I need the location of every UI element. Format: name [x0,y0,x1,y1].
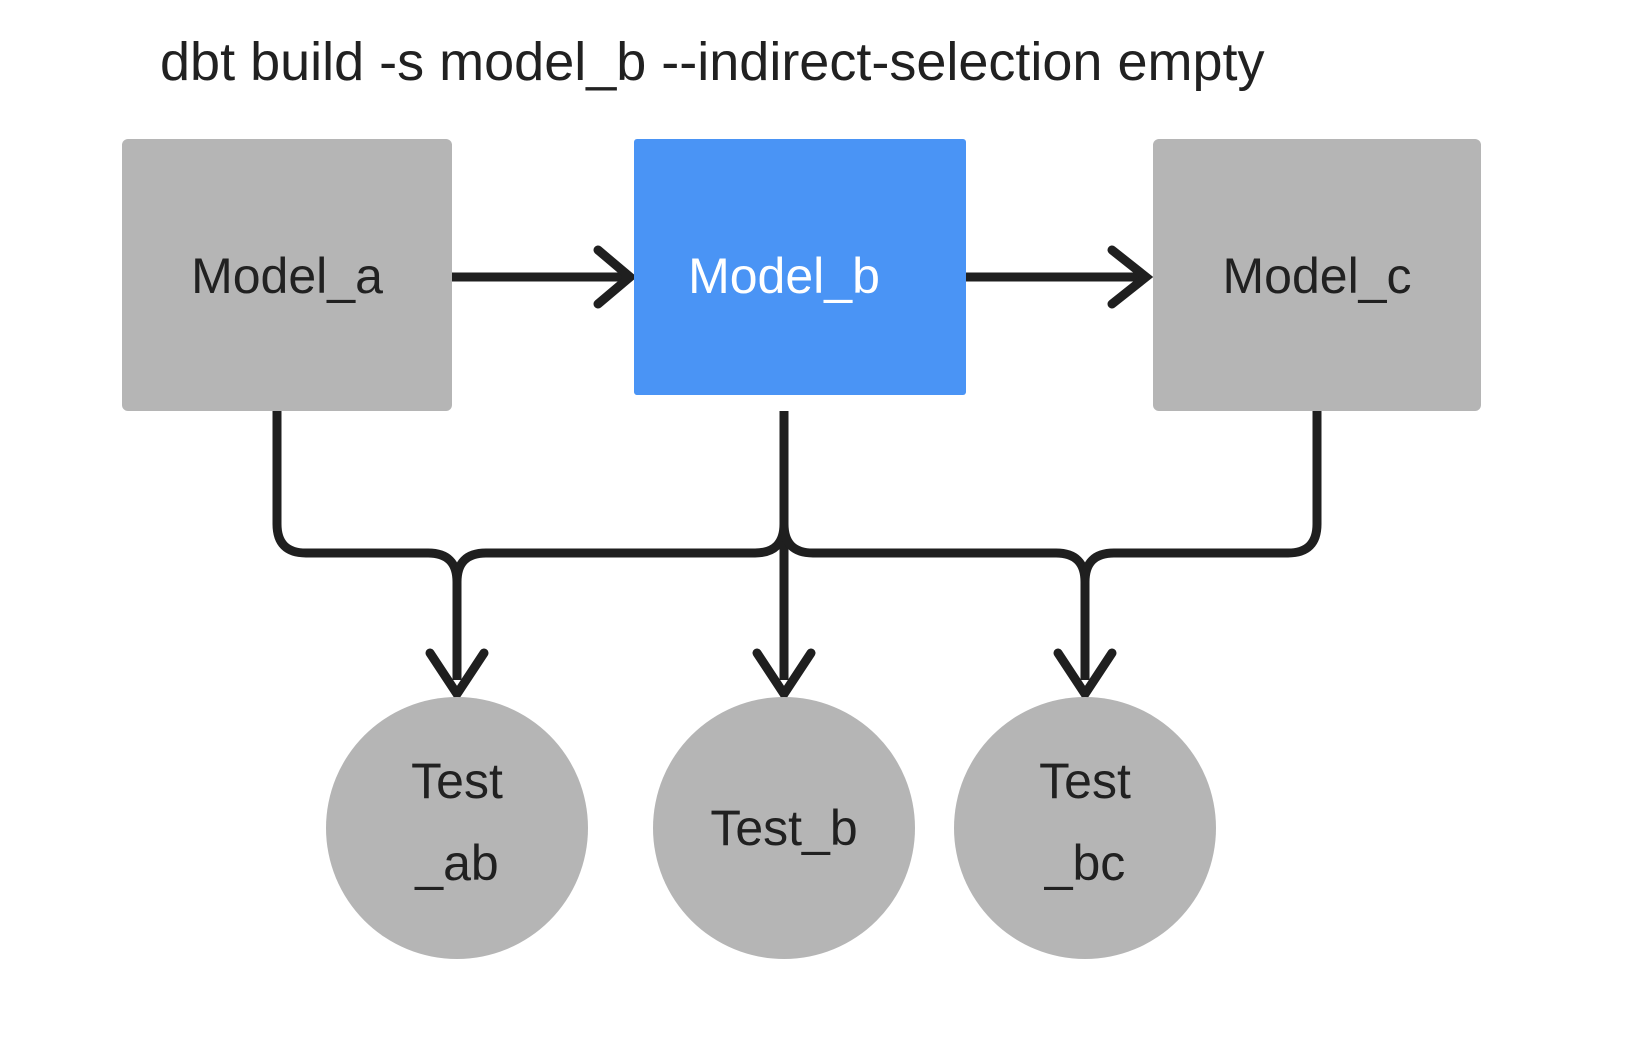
diagram-title: dbt build -s model_b --indirect-selectio… [160,32,1265,92]
node-model-a-label: Model_a [191,248,383,304]
node-test-b-shape[interactable] [653,697,915,959]
node-test-ab[interactable]: Test _ab [326,697,588,959]
edge-model-b-to-model-c [966,245,1154,309]
node-test-ab-label-line2: _ab [414,835,498,891]
node-test-ab-shape[interactable] [326,697,588,959]
node-model-b-label: Model_b [688,248,880,304]
edge-model-b-to-test-bc [779,411,1117,703]
node-test-ab-label-line1: Test [411,753,503,809]
node-test-bc-label-line1: Test [1039,753,1131,809]
edge-layer [272,245,1322,703]
node-test-b[interactable]: Test_b [653,697,915,959]
node-test-b-label-line1: Test_b [710,800,857,856]
node-model-a-shape[interactable] [122,139,452,411]
node-test-bc-shape[interactable] [954,697,1216,959]
edge-model-a-to-model-b [452,245,637,309]
node-model-b[interactable]: Model_b [634,139,966,395]
edge-model-b-to-test-ab [452,411,789,680]
edge-model-c-to-test-bc [1080,411,1322,680]
node-model-b-shape[interactable] [634,139,966,395]
node-test-bc[interactable]: Test _bc [954,697,1216,959]
node-model-c[interactable]: Model_c [1153,139,1481,411]
node-model-c-shape[interactable] [1153,139,1481,411]
node-test-bc-label-line2: _bc [1044,835,1126,891]
node-layer: Model_a Model_b Model_c Test _ab Tes [122,139,1481,959]
node-model-a[interactable]: Model_a [122,139,452,411]
node-model-c-label: Model_c [1223,248,1412,304]
